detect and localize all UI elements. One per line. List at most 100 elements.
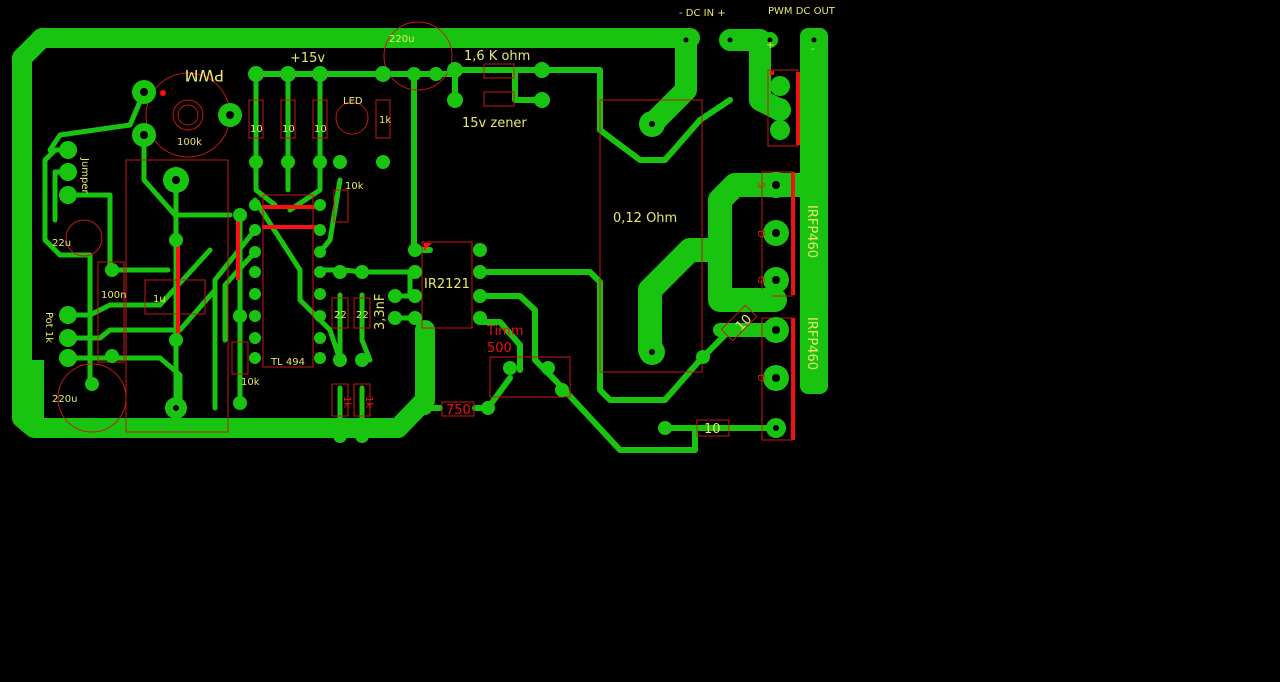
pad-chip-r2[interactable] bbox=[314, 224, 326, 236]
pad-timm-3[interactable] bbox=[555, 383, 569, 397]
pad-chip-l3[interactable] bbox=[249, 246, 261, 258]
hole bbox=[226, 111, 234, 119]
r10b-outline bbox=[280, 99, 296, 139]
pwm-pot-trace bbox=[47, 89, 233, 218]
pad-mos1-2[interactable] bbox=[770, 98, 790, 118]
pad-ir-r1[interactable] bbox=[473, 243, 487, 257]
pad-jumper-1[interactable] bbox=[59, 141, 77, 159]
hole bbox=[772, 374, 780, 382]
pad-chip-l1[interactable] bbox=[249, 199, 261, 211]
pad-zener-1[interactable] bbox=[447, 62, 463, 78]
label-pin-g1: G bbox=[755, 276, 766, 284]
pad-timm-2[interactable] bbox=[541, 361, 555, 375]
tl494-chip-outline bbox=[262, 194, 314, 368]
label-pin-d2: D bbox=[755, 374, 766, 382]
pad-zener-3[interactable] bbox=[447, 92, 463, 108]
r1kb-outline bbox=[353, 383, 371, 417]
label-irfp-top: IRFP460 bbox=[804, 205, 819, 258]
label-rail-15v: +15v bbox=[290, 51, 325, 66]
pad-chip-l6[interactable] bbox=[249, 310, 261, 322]
pad-chip-r6[interactable] bbox=[314, 310, 326, 322]
label-out-plus: + bbox=[766, 40, 774, 51]
label-r10k-top: 10k bbox=[345, 181, 364, 192]
pad-ir-l2[interactable] bbox=[408, 265, 422, 279]
pad-c33-1[interactable] bbox=[388, 289, 402, 303]
pad-chip-r7[interactable] bbox=[314, 332, 326, 344]
label-cap-22u: 22u bbox=[52, 238, 71, 249]
pad-r1k-bot-a[interactable] bbox=[333, 429, 347, 443]
pad-750-2[interactable] bbox=[481, 401, 495, 415]
pad-potk-1[interactable] bbox=[59, 306, 77, 324]
pad-c100n-top[interactable] bbox=[105, 263, 119, 277]
pad-chip-l2[interactable] bbox=[249, 224, 261, 236]
pad-r1k-led[interactable] bbox=[376, 155, 390, 169]
pad-r10-a[interactable] bbox=[249, 155, 263, 169]
pad-ir-l4[interactable] bbox=[408, 311, 422, 325]
pad-potk-2[interactable] bbox=[59, 329, 77, 347]
label-timm-val: 500 bbox=[487, 341, 512, 356]
hole bbox=[772, 181, 780, 189]
label-jumper: Jumper bbox=[79, 157, 90, 195]
pad-c100n-bottom[interactable] bbox=[105, 349, 119, 363]
pad-ir-r3[interactable] bbox=[473, 289, 487, 303]
pad-tl-2[interactable] bbox=[169, 333, 183, 347]
pad-cap-top-2[interactable] bbox=[429, 67, 443, 81]
pad-233-1[interactable] bbox=[233, 208, 247, 222]
label-pin-d1: D bbox=[755, 230, 766, 238]
tl494-outline bbox=[125, 159, 229, 433]
hole bbox=[772, 276, 780, 284]
pad-chip-l8[interactable] bbox=[249, 352, 261, 364]
pad-timm-1[interactable] bbox=[503, 361, 517, 375]
label-r22-b: 22 bbox=[356, 310, 369, 321]
pad-jumper-2[interactable] bbox=[59, 163, 77, 181]
pad-chip-r3[interactable] bbox=[314, 246, 326, 258]
pad-r22-bot-a[interactable] bbox=[333, 353, 347, 367]
pad-233-2[interactable] bbox=[233, 309, 247, 323]
pad-chip-r8[interactable] bbox=[314, 352, 326, 364]
pad-diag-1[interactable] bbox=[696, 350, 710, 364]
pad-tl-1[interactable] bbox=[169, 233, 183, 247]
pad-r22-bot-b[interactable] bbox=[355, 353, 369, 367]
pad-r22-top-a[interactable] bbox=[333, 265, 347, 279]
pad-r10-c[interactable] bbox=[313, 155, 327, 169]
pad-r22-top-b[interactable] bbox=[355, 265, 369, 279]
pad-r10k-top[interactable] bbox=[333, 155, 347, 169]
pad-chip-l7[interactable] bbox=[249, 332, 261, 344]
pad-chip-r4[interactable] bbox=[314, 266, 326, 278]
pad-cap-top-1[interactable] bbox=[407, 67, 421, 81]
hole bbox=[767, 37, 773, 43]
pad-zener-4[interactable] bbox=[534, 92, 550, 108]
pad-r1k-bot-b[interactable] bbox=[355, 429, 369, 443]
pad-r10-b[interactable] bbox=[281, 155, 295, 169]
pad-rail-1[interactable] bbox=[248, 66, 264, 82]
pad-chip-r1[interactable] bbox=[314, 199, 326, 211]
pad-cap-bottom[interactable] bbox=[85, 377, 99, 391]
pad-zener-2[interactable] bbox=[534, 62, 550, 78]
pad-chip-l4[interactable] bbox=[249, 266, 261, 278]
pad-ir-l1[interactable] bbox=[408, 243, 422, 257]
pad-chip-r5[interactable] bbox=[314, 288, 326, 300]
hole bbox=[683, 37, 689, 43]
pad-ir-r2[interactable] bbox=[473, 265, 487, 279]
r10diag-outline bbox=[720, 304, 758, 342]
pad-750-1[interactable] bbox=[418, 401, 432, 415]
led-outline bbox=[335, 101, 369, 135]
pad-gate-1[interactable] bbox=[658, 421, 672, 435]
label-r10-c: 10 bbox=[314, 124, 327, 135]
pad-chip-l5[interactable] bbox=[249, 288, 261, 300]
pad-mos1-1[interactable] bbox=[770, 76, 790, 96]
pad-rail-3[interactable] bbox=[312, 66, 328, 82]
label-r1k-led: 1k bbox=[379, 115, 391, 126]
pad-tl-4[interactable] bbox=[233, 396, 247, 410]
c100n-outline bbox=[97, 261, 125, 363]
label-ir2121: IR2121 bbox=[424, 277, 470, 292]
pad-mos1-3[interactable] bbox=[770, 120, 790, 140]
pad-c33-2[interactable] bbox=[388, 311, 402, 325]
pad-rail-4[interactable] bbox=[375, 66, 391, 82]
pad-rail-2[interactable] bbox=[280, 66, 296, 82]
pad-diag-2[interactable] bbox=[758, 289, 772, 303]
pad-jumper-3[interactable] bbox=[59, 186, 77, 204]
pad-ir-r4[interactable] bbox=[473, 311, 487, 325]
pad-potk-3[interactable] bbox=[59, 349, 77, 367]
pad-ir-l3[interactable] bbox=[408, 289, 422, 303]
